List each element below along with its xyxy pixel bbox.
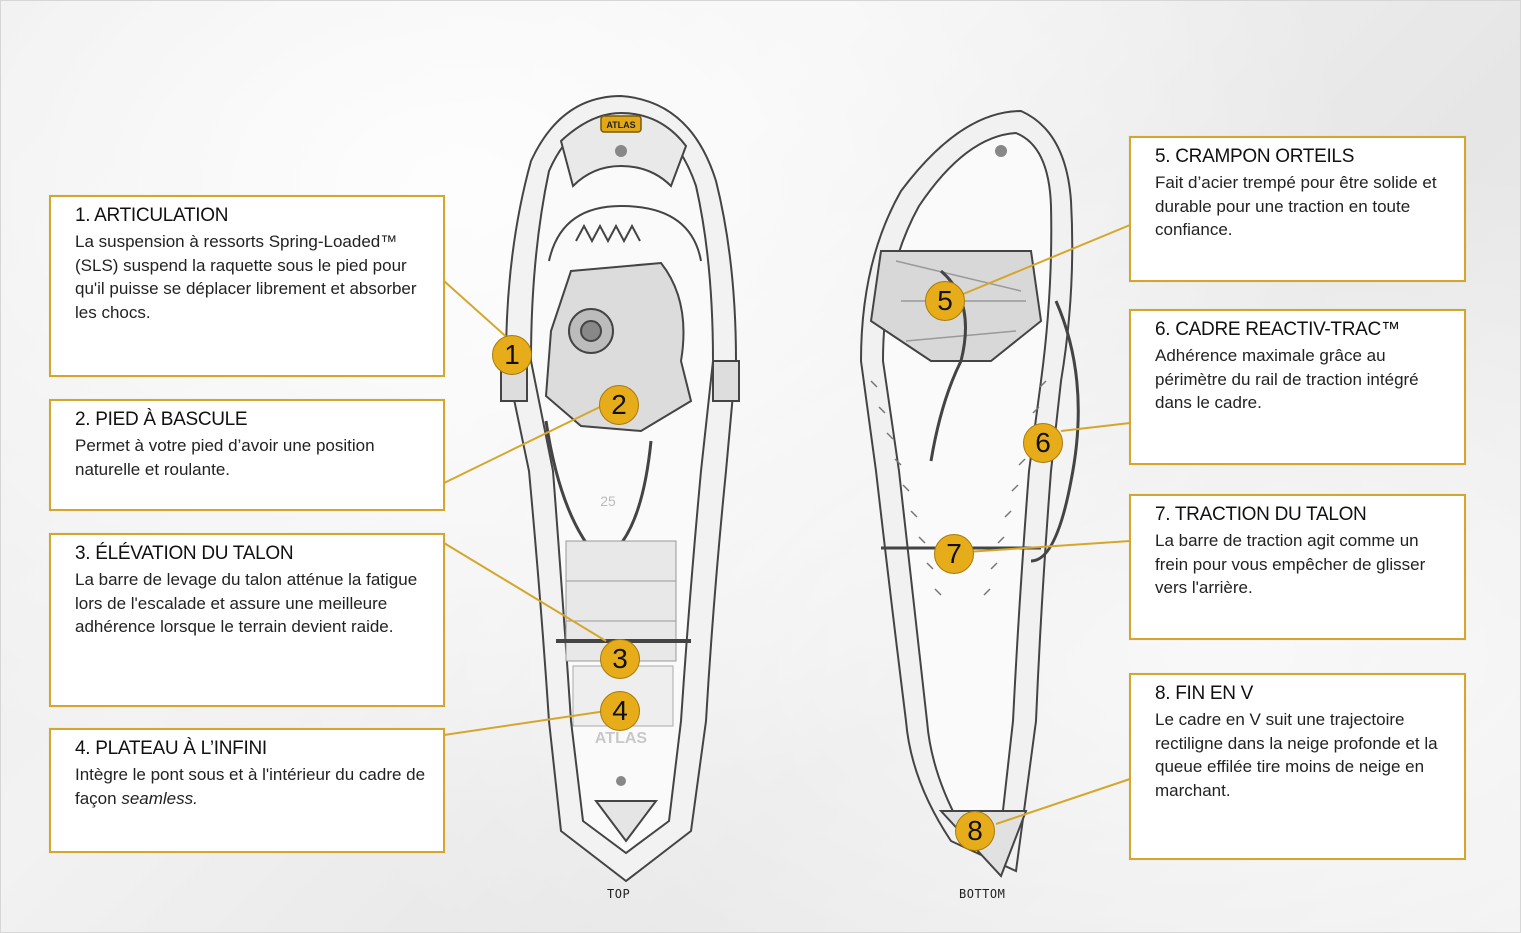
callout-title: 2. PIED À BASCULE — [75, 409, 429, 431]
caption-top: TOP — [607, 887, 630, 901]
marker-3: 3 — [600, 639, 640, 679]
callout-title: 7. TRACTION DU TALON — [1155, 504, 1450, 526]
callout-text: Intègre le pont sous et à l'intérieur du… — [75, 763, 429, 810]
callout-title: 6. CADRE REACTIV-TRAC™ — [1155, 319, 1450, 341]
callout-elevation-du-talon: 3. ÉLÉVATION DU TALON La barre de levage… — [49, 533, 445, 707]
marker-8: 8 — [955, 811, 995, 851]
marker-7: 7 — [934, 534, 974, 574]
callout-text: Permet à votre pied d’avoir une position… — [75, 434, 429, 481]
brand-logo-text: ATLAS — [606, 120, 635, 130]
marker-4: 4 — [600, 691, 640, 731]
callout-traction-du-talon: 7. TRACTION DU TALON La barre de tractio… — [1129, 494, 1466, 640]
callout-title: 5. CRAMPON ORTEILS — [1155, 146, 1450, 168]
deck-logo: ATLAS — [595, 730, 647, 747]
marker-2: 2 — [599, 385, 639, 425]
marker-6: 6 — [1023, 423, 1063, 463]
snowshoe-top-view — [501, 96, 739, 881]
callout-title: 8. FIN EN V — [1155, 683, 1450, 705]
callout-articulation: 1. ARTICULATION La suspension à ressorts… — [49, 195, 445, 377]
callout-text: Le cadre en V suit une trajectoire recti… — [1155, 708, 1450, 802]
callout-pied-a-bascule: 2. PIED À BASCULE Permet à votre pied d’… — [49, 399, 445, 511]
callout-text: Adhérence maximale grâce au périmètre du… — [1155, 344, 1450, 415]
callout-text: Fait d’acier trempé pour être solide et … — [1155, 171, 1450, 242]
callout-text: La barre de levage du talon atténue la f… — [75, 568, 429, 639]
callout-text-italic: seamless. — [121, 789, 198, 808]
model-number: 25 — [600, 493, 616, 509]
callout-text: La suspension à ressorts Spring-Loaded™ … — [75, 230, 429, 324]
snowshoe-bottom-view — [861, 111, 1078, 876]
callout-text: La barre de traction agit comme un frein… — [1155, 529, 1450, 600]
leader-line-1 — [444, 281, 511, 341]
callout-title: 1. ARTICULATION — [75, 205, 429, 227]
callout-fin-en-v: 8. FIN EN V Le cadre en V suit une traje… — [1129, 673, 1466, 860]
callout-cadre-reactiv-trac: 6. CADRE REACTIV-TRAC™ Adhérence maximal… — [1129, 309, 1466, 465]
marker-5: 5 — [925, 281, 965, 321]
callout-plateau-a-linfini: 4. PLATEAU À L’INFINI Intègre le pont so… — [49, 728, 445, 853]
callout-crampon-orteils: 5. CRAMPON ORTEILS Fait d’acier trempé p… — [1129, 136, 1466, 282]
caption-bottom: BOTTOM — [959, 887, 1005, 901]
marker-1: 1 — [492, 335, 532, 375]
callout-title: 4. PLATEAU À L’INFINI — [75, 738, 429, 760]
leader-line-6 — [1061, 423, 1130, 431]
callout-title: 3. ÉLÉVATION DU TALON — [75, 543, 429, 565]
